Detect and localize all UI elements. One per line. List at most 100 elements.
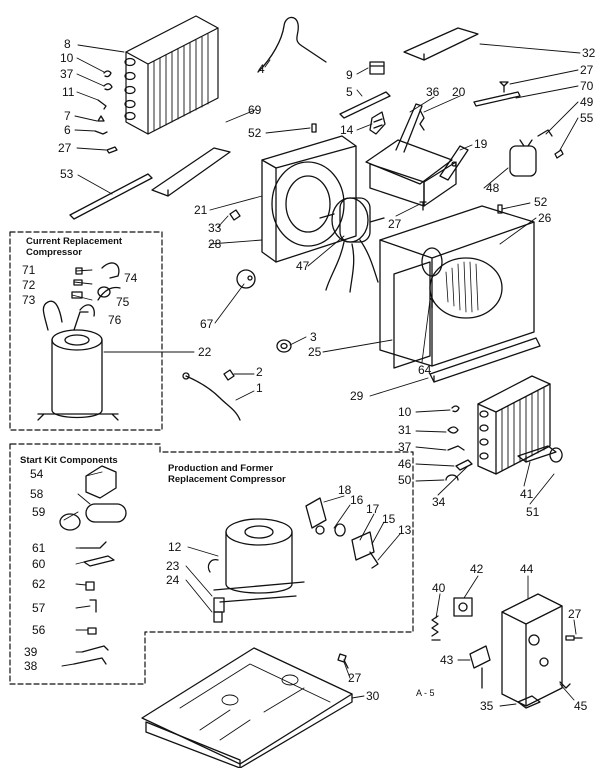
- callout-38: 38: [24, 659, 38, 673]
- callout-52: 52: [248, 126, 262, 140]
- insulation-69: [151, 147, 231, 197]
- callout-12: 12: [168, 540, 182, 554]
- callout-52-right: 52: [534, 195, 548, 209]
- callout-58: 58: [30, 487, 44, 501]
- bracket-19: [439, 145, 469, 181]
- callout-9: 9: [346, 68, 353, 82]
- terminal-parts-13-18: [305, 497, 379, 569]
- callout-48: 48: [486, 181, 500, 195]
- bracket-49: [537, 129, 553, 137]
- callout-6: 6: [64, 123, 71, 137]
- callout-64: 64: [418, 363, 432, 377]
- callout-72: 72: [22, 278, 36, 292]
- callout-15: 15: [382, 512, 396, 526]
- fan-shroud-21: [261, 135, 357, 263]
- callout-10: 10: [60, 51, 74, 65]
- callout-43: 43: [440, 653, 454, 667]
- screws-27-45: [559, 635, 583, 689]
- thermostat-14: [369, 111, 386, 135]
- production-compressor: [207, 518, 305, 623]
- strip-5: [339, 91, 391, 119]
- callout-27: 27: [58, 141, 72, 155]
- insulation-41: [517, 445, 557, 463]
- callout-44: 44: [520, 562, 534, 576]
- callout-45: 45: [574, 699, 588, 713]
- part-51: [549, 447, 563, 463]
- spring-40: [431, 615, 441, 641]
- top-panel-32: [403, 27, 479, 61]
- callout-34: 34: [432, 495, 446, 509]
- callout-49: 49: [580, 95, 594, 109]
- capacitor-48: [509, 139, 537, 177]
- callout-29: 29: [350, 389, 364, 403]
- base-pan-30: [141, 647, 353, 768]
- screw-27-top-right: [499, 81, 509, 93]
- callout-3: 3: [310, 330, 317, 344]
- clip-67: [236, 269, 256, 289]
- callout-17: 17: [366, 502, 380, 516]
- insulation-strip-53: [69, 173, 153, 220]
- callout-37-right: 37: [398, 440, 412, 454]
- callout-53: 53: [60, 167, 74, 181]
- callout-2: 2: [256, 365, 263, 379]
- callout-14: 14: [340, 123, 354, 137]
- grommet-3: [276, 339, 292, 353]
- wire-harness-1: [182, 372, 241, 421]
- callout-57: 57: [32, 601, 46, 615]
- callout-31: 31: [398, 423, 412, 437]
- callout-62: 62: [32, 577, 46, 591]
- callout-27-base: 27: [348, 671, 362, 685]
- callout-40: 40: [432, 581, 446, 595]
- callout-21: 21: [194, 203, 208, 217]
- terminal-parts-71-76: [71, 262, 120, 317]
- callout-28: 28: [208, 237, 222, 251]
- clip-20: [419, 109, 425, 131]
- callout-56: 56: [32, 623, 46, 637]
- control-panel-44: [501, 593, 563, 707]
- callout-33: 33: [208, 221, 222, 235]
- knob-35: [517, 695, 541, 709]
- callout-76: 76: [108, 313, 122, 327]
- current-replacement-box: [9, 231, 163, 431]
- callout-19: 19: [474, 137, 488, 151]
- callout-39: 39: [24, 645, 38, 659]
- screw-27-base: [337, 653, 349, 669]
- callout-54: 54: [30, 467, 44, 481]
- callout-67: 67: [200, 317, 214, 331]
- small-parts-left-top: [94, 70, 118, 154]
- callout-20: 20: [452, 85, 466, 99]
- callout-55: 55: [580, 111, 594, 125]
- callout-70: 70: [580, 79, 594, 93]
- callout-47: 47: [296, 259, 310, 273]
- capillary-tube-4: [257, 16, 327, 73]
- callout-30: 30: [366, 689, 380, 703]
- callout-42: 42: [470, 562, 484, 576]
- callout-73: 73: [22, 293, 36, 307]
- callout-27-top: 27: [580, 63, 594, 77]
- callout-36: 36: [426, 85, 440, 99]
- strip-70: [473, 91, 521, 107]
- callout-75: 75: [116, 295, 130, 309]
- callout-27-right: 27: [568, 607, 582, 621]
- base-29: [429, 337, 541, 383]
- callout-35: 35: [480, 699, 494, 713]
- callout-1: 1: [256, 381, 263, 395]
- control-bracket-36: [365, 103, 457, 207]
- clip-33: [229, 209, 241, 221]
- blower-housing-26: [379, 205, 535, 367]
- callout-26: 26: [538, 211, 552, 225]
- condenser-coil-bottom: [477, 375, 551, 475]
- production-title: Production and Former Replacement Compre…: [168, 463, 286, 485]
- page-reference: A - 5: [416, 688, 435, 698]
- callout-13: 13: [398, 523, 412, 537]
- callout-23: 23: [166, 559, 180, 573]
- start-kit-box: [9, 443, 414, 685]
- current-replacement-title: Current Replacement Compressor: [26, 236, 123, 258]
- start-kit-title: Start Kit Components: [20, 455, 118, 466]
- callout-10-right: 10: [398, 405, 412, 419]
- callout-27-mid: 27: [388, 217, 402, 231]
- current-compressor: [37, 286, 121, 421]
- callout-5: 5: [346, 85, 353, 99]
- callout-41: 41: [520, 487, 534, 501]
